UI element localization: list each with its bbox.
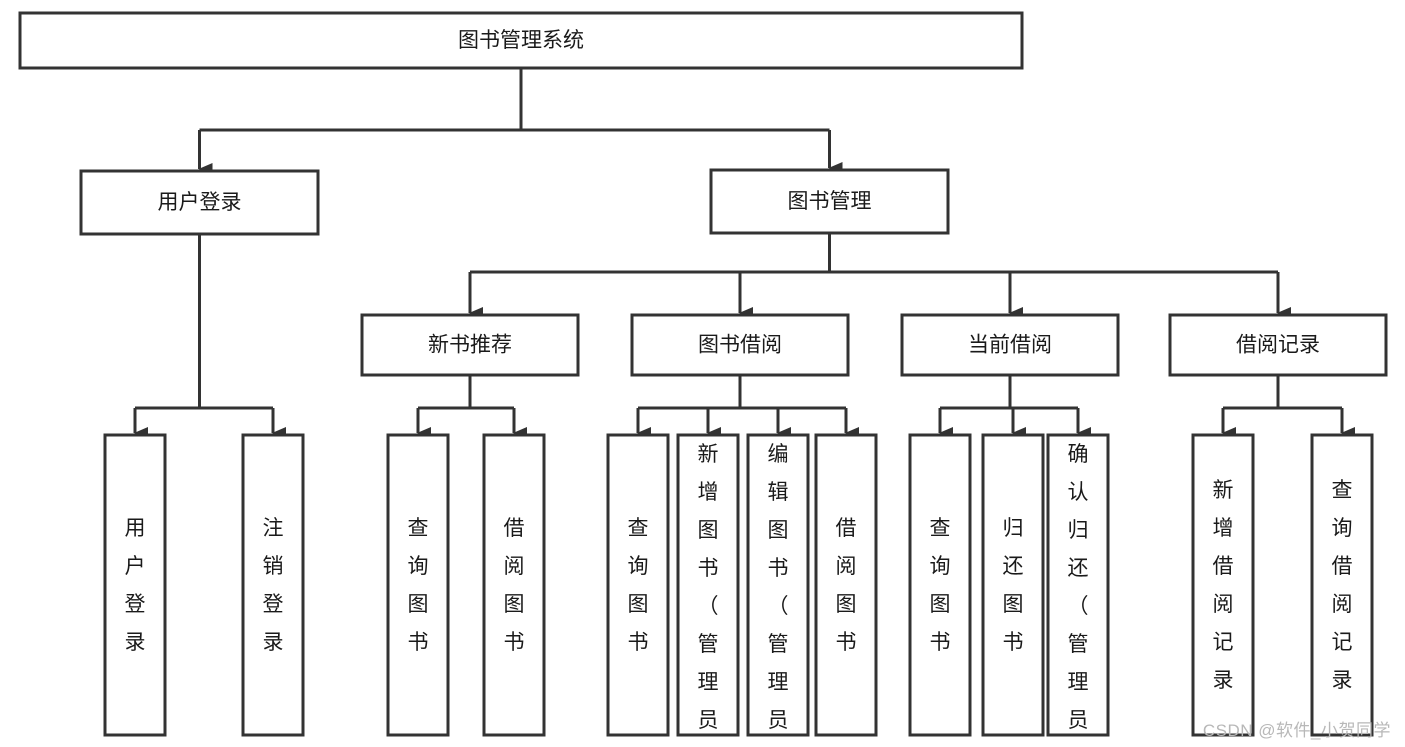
node-current-borrow[interactable]: 当前借阅 <box>900 313 1120 377</box>
node-leaf-query-record[interactable]: 查询借阅记录 <box>1310 433 1374 737</box>
node-user-login-box[interactable] <box>79 169 320 236</box>
node-leaf-query-book-cb[interactable]: 查询图书 <box>908 433 972 737</box>
node-leaf-query-book-rec[interactable]: 查询图书 <box>386 433 450 737</box>
node-leaf-confirm-return[interactable]: 确认归还（管理员） <box>1046 433 1110 747</box>
node-root-label: 图书管理系统 <box>458 29 584 52</box>
node-leaf-user-logout-box[interactable] <box>241 433 305 737</box>
node-book-borrow-label: 图书借阅 <box>698 334 782 357</box>
node-leaf-borrow-book-rec-label: 借阅图书 <box>504 517 525 654</box>
node-root-box[interactable] <box>18 11 1024 70</box>
node-leaf-return-book-label: 归还图书 <box>1003 517 1024 654</box>
node-leaf-user-login-box[interactable] <box>103 433 167 737</box>
node-leaf-add-record-label: 新增借阅记录 <box>1213 479 1234 692</box>
node-leaf-query-record-label: 查询借阅记录 <box>1332 479 1353 692</box>
node-book-manage-label: 图书管理 <box>788 190 872 213</box>
node-borrow-record[interactable]: 借阅记录 <box>1168 313 1388 377</box>
node-leaf-add-book[interactable]: 新增图书（管理员） <box>676 433 740 747</box>
node-leaf-confirm-return-box[interactable] <box>1046 433 1110 737</box>
node-leaf-borrow-book-rec[interactable]: 借阅图书 <box>482 433 546 737</box>
node-user-login[interactable]: 用户登录 <box>79 169 320 236</box>
node-leaf-add-record[interactable]: 新增借阅记录 <box>1191 433 1255 737</box>
node-leaf-confirm-return-label: 确认归还（管理员） <box>1068 443 1089 747</box>
node-new-book-rec-box[interactable] <box>360 313 580 377</box>
node-current-borrow-label: 当前借阅 <box>968 334 1052 357</box>
node-new-book-rec[interactable]: 新书推荐 <box>360 313 580 377</box>
node-leaf-query-book-cb-label: 查询图书 <box>930 517 951 654</box>
node-book-manage[interactable]: 图书管理 <box>709 168 950 235</box>
node-leaf-user-logout[interactable]: 注销登录 <box>241 433 305 737</box>
node-leaf-edit-book-box[interactable] <box>746 433 810 737</box>
connector-layer <box>133 68 1355 439</box>
node-new-book-rec-label: 新书推荐 <box>428 334 512 357</box>
node-leaf-return-book[interactable]: 归还图书 <box>981 433 1045 737</box>
node-leaf-user-logout-label: 注销登录 <box>263 517 284 654</box>
node-leaf-borrow-book-bb-box[interactable] <box>814 433 878 737</box>
node-leaf-query-book-rec-box[interactable] <box>386 433 450 737</box>
node-book-borrow-box[interactable] <box>630 313 850 377</box>
node-leaf-add-book-box[interactable] <box>676 433 740 737</box>
node-book-manage-box[interactable] <box>709 168 950 235</box>
node-leaf-user-login[interactable]: 用户登录 <box>103 433 167 737</box>
node-borrow-record-label: 借阅记录 <box>1236 334 1320 357</box>
node-leaf-add-book-label: 新增图书（管理员） <box>698 443 719 747</box>
node-leaf-query-book-bb-label: 查询图书 <box>628 517 649 654</box>
node-leaf-user-login-label: 用户登录 <box>125 517 146 654</box>
node-leaf-query-book-bb[interactable]: 查询图书 <box>606 433 670 737</box>
node-user-login-label: 用户登录 <box>158 191 242 214</box>
node-leaf-add-record-box[interactable] <box>1191 433 1255 737</box>
node-book-borrow[interactable]: 图书借阅 <box>630 313 850 377</box>
node-leaf-borrow-book-bb[interactable]: 借阅图书 <box>814 433 878 737</box>
node-leaf-edit-book-label: 编辑图书（管理员） <box>768 443 789 747</box>
node-leaf-edit-book[interactable]: 编辑图书（管理员） <box>746 433 810 747</box>
node-root[interactable]: 图书管理系统 <box>18 11 1024 70</box>
node-current-borrow-box[interactable] <box>900 313 1120 377</box>
node-leaf-borrow-book-bb-label: 借阅图书 <box>836 517 857 654</box>
node-leaf-return-book-box[interactable] <box>981 433 1045 737</box>
node-leaf-query-book-cb-box[interactable] <box>908 433 972 737</box>
node-leaf-borrow-book-rec-box[interactable] <box>482 433 546 737</box>
node-leaf-query-book-bb-box[interactable] <box>606 433 670 737</box>
node-layer: 图书管理系统用户登录图书管理新书推荐图书借阅当前借阅借阅记录用户登录注销登录查询… <box>18 11 1388 747</box>
node-leaf-query-record-box[interactable] <box>1310 433 1374 737</box>
node-borrow-record-box[interactable] <box>1168 313 1388 377</box>
node-leaf-query-book-rec-label: 查询图书 <box>408 517 429 654</box>
